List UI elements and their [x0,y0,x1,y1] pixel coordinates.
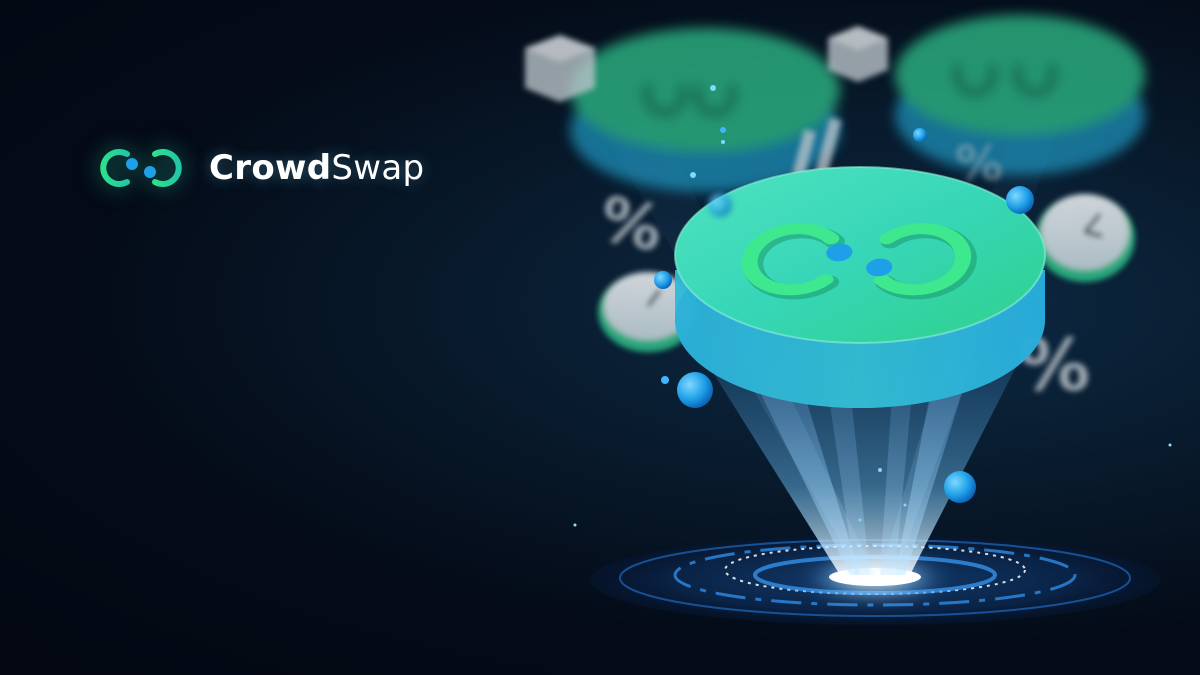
clock-icon-left [598,272,698,352]
brand-name: CrowdSwap [209,148,424,188]
clock-icon-right [1035,194,1135,282]
brand-logo: CrowdSwap [95,142,424,194]
brand-name-light: Swap [331,148,425,188]
coin-infinity-logo-icon [741,223,977,300]
brand-name-bold: Crowd [209,148,332,188]
cube-icon-right [828,26,888,82]
cube-icon-left [525,35,595,102]
crowdswap-infinity-logo-icon [100,149,182,187]
floating-particles [573,85,1172,527]
crowdswap-coin-icon [674,166,1046,408]
